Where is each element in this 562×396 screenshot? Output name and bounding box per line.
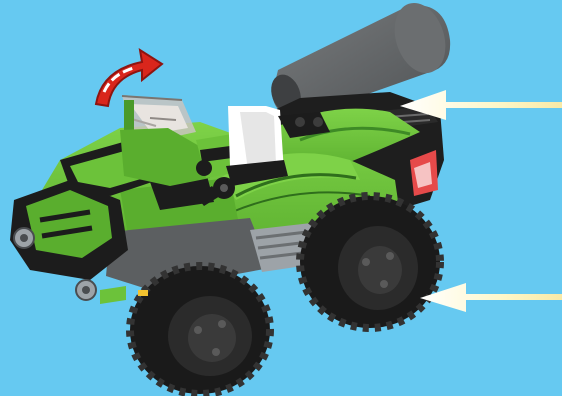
rear-wheel <box>300 196 440 328</box>
yellow-detail <box>138 290 148 296</box>
front-wheel <box>130 266 270 394</box>
seat <box>226 106 288 186</box>
